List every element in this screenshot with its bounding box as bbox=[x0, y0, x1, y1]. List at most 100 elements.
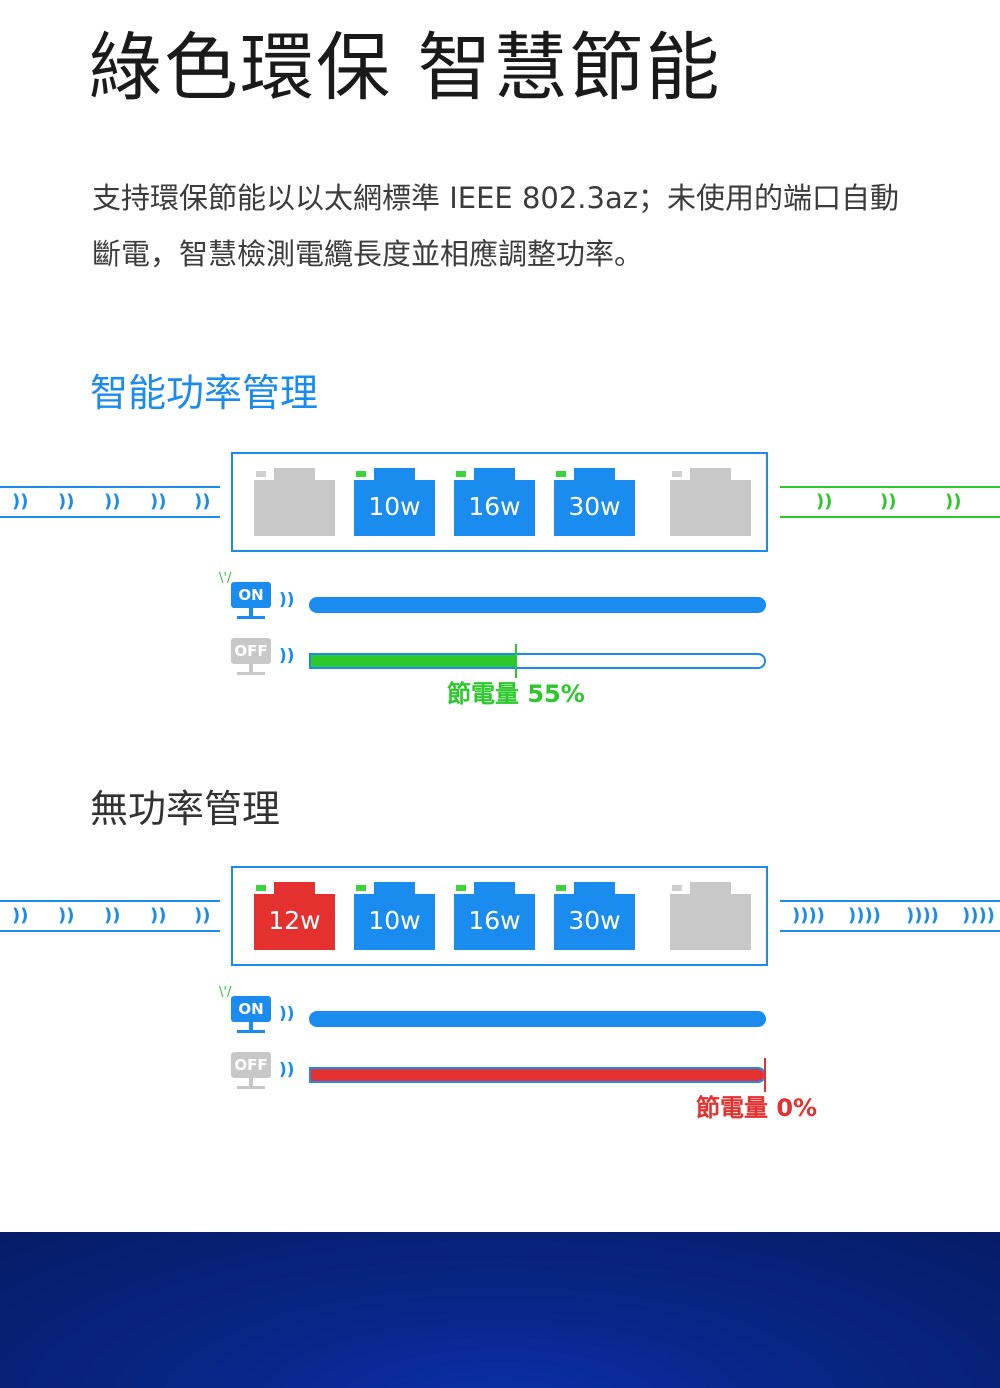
port-wattage: 16w bbox=[468, 906, 521, 935]
signal-wave-icon: )) bbox=[194, 491, 211, 512]
switch-box: 10w 16w 30w bbox=[231, 452, 768, 552]
signal-icon: )) bbox=[279, 646, 295, 666]
monitor-off-icon: OFF bbox=[231, 1052, 271, 1092]
on-label: ON bbox=[231, 996, 271, 1022]
port-led-icon bbox=[672, 471, 682, 477]
cable-left bbox=[0, 486, 220, 518]
monitor-on-icon: ON bbox=[231, 996, 271, 1036]
signal-wave-icon: )) bbox=[945, 491, 962, 512]
port-wattage: 12w bbox=[268, 906, 321, 935]
port-body: 10w bbox=[354, 480, 435, 536]
ethernet-port bbox=[254, 468, 335, 536]
port-body: 30w bbox=[554, 480, 635, 536]
port-body: 30w bbox=[554, 894, 635, 950]
monitor-stand bbox=[249, 608, 253, 616]
port-body bbox=[670, 480, 751, 536]
cable-left bbox=[0, 900, 220, 932]
signal-wave-icon: )) bbox=[58, 491, 75, 512]
port-cap bbox=[574, 882, 615, 894]
signal-wave-icon: )) bbox=[150, 491, 167, 512]
ethernet-port: 12w bbox=[254, 882, 335, 950]
ethernet-port: 10w bbox=[354, 882, 435, 950]
cable-right bbox=[780, 486, 1000, 518]
signal-wave-icon: )))) bbox=[792, 905, 825, 926]
footer-band bbox=[0, 1232, 1000, 1388]
signal-wave-icon: )))) bbox=[962, 905, 995, 926]
port-body: 10w bbox=[354, 894, 435, 950]
port-wattage: 16w bbox=[468, 492, 521, 521]
intro-paragraph: 支持環保節能以以太網標準 IEEE 802.3az；未使用的端口自動斷電，智慧檢… bbox=[92, 181, 899, 271]
ethernet-port bbox=[670, 468, 751, 536]
monitor-base bbox=[237, 672, 265, 675]
monitor-base bbox=[237, 1086, 265, 1089]
port-cap bbox=[274, 468, 315, 480]
port-cap bbox=[474, 468, 515, 480]
power-bar-on bbox=[309, 597, 766, 613]
port-wattage: 30w bbox=[568, 906, 621, 935]
signal-wave-icon: )) bbox=[58, 905, 75, 926]
monitor-on-icon: ON bbox=[231, 582, 271, 622]
port-led-icon bbox=[356, 885, 366, 891]
signal-wave-icon: )) bbox=[12, 905, 29, 926]
power-bar-off bbox=[309, 1067, 766, 1083]
ethernet-port: 30w bbox=[554, 882, 635, 950]
signal-wave-icon: )) bbox=[150, 905, 167, 926]
signal-wave-icon: )) bbox=[880, 491, 897, 512]
ethernet-port: 10w bbox=[354, 468, 435, 536]
signal-wave-icon: )) bbox=[104, 491, 121, 512]
port-cap bbox=[574, 468, 615, 480]
signal-wave-icon: )))) bbox=[906, 905, 939, 926]
savings-marker bbox=[764, 1058, 766, 1092]
power-bar-fill bbox=[311, 1069, 764, 1081]
ethernet-port: 16w bbox=[454, 882, 535, 950]
monitor-off-icon: OFF bbox=[231, 638, 271, 678]
signal-icon: )) bbox=[279, 590, 295, 610]
port-cap bbox=[274, 882, 315, 894]
cable-right bbox=[780, 900, 1000, 932]
ethernet-port bbox=[670, 882, 751, 950]
port-body bbox=[254, 480, 335, 536]
port-led-icon bbox=[672, 885, 682, 891]
on-label: ON bbox=[231, 582, 271, 608]
port-cap bbox=[690, 882, 731, 894]
switch-box: 12w 10w 16w 30w bbox=[231, 866, 768, 966]
port-body: 16w bbox=[454, 894, 535, 950]
monitor-base bbox=[237, 1030, 265, 1033]
port-led-icon bbox=[456, 471, 466, 477]
port-cap bbox=[474, 882, 515, 894]
savings-marker bbox=[515, 644, 517, 678]
port-led-icon bbox=[556, 885, 566, 891]
ethernet-port: 30w bbox=[554, 468, 635, 536]
spark-icon: \'/ bbox=[219, 571, 232, 586]
section-title-smart: 智能功率管理 bbox=[90, 371, 319, 415]
monitor-stand bbox=[249, 664, 253, 672]
port-body bbox=[670, 894, 751, 950]
savings-label: 節電量 55% bbox=[447, 680, 585, 708]
power-bar-off bbox=[309, 653, 766, 669]
port-led-icon bbox=[256, 471, 266, 477]
port-cap bbox=[690, 468, 731, 480]
signal-wave-icon: )))) bbox=[848, 905, 881, 926]
monitor-stand bbox=[249, 1078, 253, 1086]
spark-icon: \'/ bbox=[219, 985, 232, 1000]
off-label: OFF bbox=[231, 638, 271, 664]
port-wattage: 10w bbox=[368, 906, 421, 935]
power-bar-on bbox=[309, 1011, 766, 1027]
signal-wave-icon: )) bbox=[104, 905, 121, 926]
monitor-base bbox=[237, 616, 265, 619]
monitor-stand bbox=[249, 1022, 253, 1030]
section-title-no-management: 無功率管理 bbox=[90, 787, 281, 831]
signal-wave-icon: )) bbox=[816, 491, 833, 512]
port-wattage: 30w bbox=[568, 492, 621, 521]
page-title: 綠色環保 智慧節能 bbox=[88, 25, 722, 111]
port-wattage: 10w bbox=[368, 492, 421, 521]
signal-wave-icon: )) bbox=[194, 905, 211, 926]
power-bar-fill bbox=[311, 655, 515, 667]
savings-label: 節電量 0% bbox=[696, 1094, 818, 1122]
signal-wave-icon: )) bbox=[12, 491, 29, 512]
port-body: 16w bbox=[454, 480, 535, 536]
signal-icon: )) bbox=[279, 1004, 295, 1024]
port-led-icon bbox=[456, 885, 466, 891]
